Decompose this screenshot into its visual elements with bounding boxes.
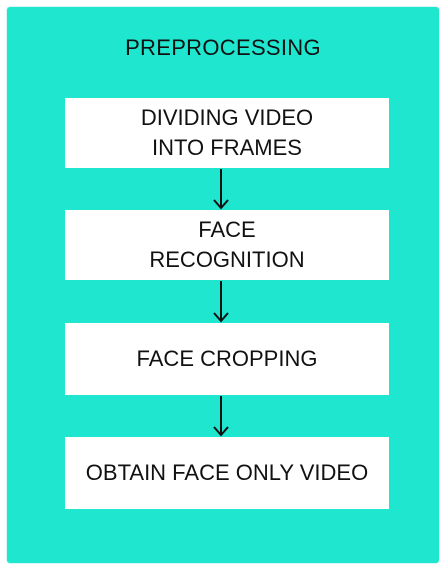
down-arrow-icon xyxy=(209,169,233,210)
down-arrow-icon xyxy=(209,281,233,323)
step-face-cropping: FACE CROPPING xyxy=(65,323,389,395)
panel-title: PREPROCESSING xyxy=(125,35,321,60)
down-arrow-icon xyxy=(209,396,233,437)
step-label-line: RECOGNITION xyxy=(149,247,305,272)
step-face-recognition: FACE RECOGNITION xyxy=(65,210,389,280)
step-label-line: FACE CROPPING xyxy=(136,346,318,371)
step-label-line: INTO FRAMES xyxy=(152,135,302,160)
step-dividing-video: DIVIDING VIDEO INTO FRAMES xyxy=(65,98,389,168)
step-label-line: DIVIDING VIDEO xyxy=(140,105,314,130)
step-obtain-face-only-video: OBTAIN FACE ONLY VIDEO xyxy=(65,437,389,509)
step-label-line: OBTAIN FACE ONLY VIDEO xyxy=(85,460,369,485)
preprocessing-panel: PREPROCESSING DIVIDING VIDEO INTO FRAMES… xyxy=(6,6,440,564)
step-label-line: FACE xyxy=(198,217,256,242)
